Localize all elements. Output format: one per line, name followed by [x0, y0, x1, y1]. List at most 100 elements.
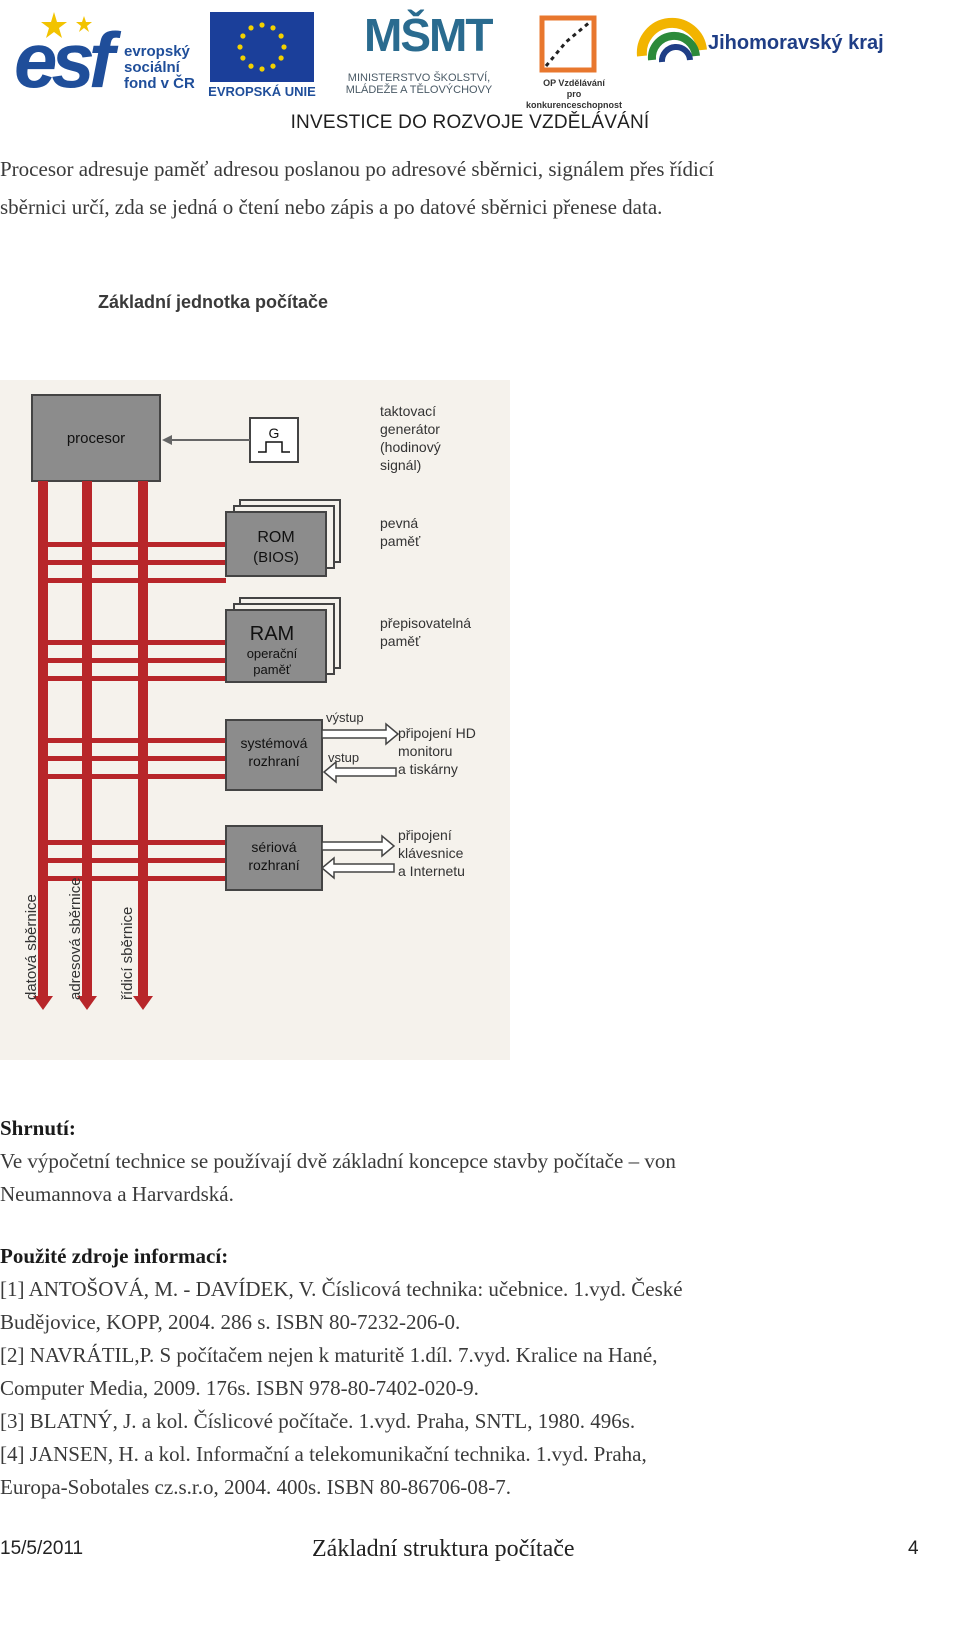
serial-note-line: a Internetu	[398, 863, 465, 879]
rom-box	[225, 511, 327, 577]
eu-star-icon	[259, 22, 265, 28]
source-line: [4] JANSEN, H. a kol. Informační a telek…	[0, 1442, 647, 1466]
clock-label-line: generátor	[380, 421, 440, 437]
serial-in-arrow-icon	[320, 856, 395, 880]
logo-strip: esf evropský sociální fond v ČR EVROPSKÁ…	[0, 0, 960, 140]
eu-star-icon	[248, 25, 254, 31]
msmt-mark: MŠMT	[364, 9, 493, 61]
jmk-text: Jihomoravský kraj	[708, 32, 884, 54]
clock-box	[249, 417, 299, 463]
eu-star-icon	[240, 55, 246, 61]
source-line: [1] ANTOŠOVÁ, M. - DAVÍDEK, V. Číslicová…	[0, 1277, 683, 1301]
ram-box-label: RAM	[250, 623, 294, 645]
output-label: výstup	[326, 710, 364, 725]
serial-interface-label: sériová	[251, 839, 296, 855]
input-arrow-icon	[322, 760, 397, 784]
eu-label: EVROPSKÁ UNIE	[208, 84, 316, 99]
eu-star-icon	[270, 63, 276, 69]
eu-star-icon	[281, 44, 287, 50]
rom-label: paměť	[380, 533, 421, 549]
jmk-logo: Jihomoravský kraj	[636, 12, 936, 72]
control-bus-label: řídicí sběrnice	[119, 907, 136, 1000]
processor-label: procesor	[67, 430, 125, 447]
ram-label: přepisovatelná	[380, 615, 471, 631]
clock-label-line: signál)	[380, 457, 421, 473]
ram-label: paměť	[380, 633, 421, 649]
clock-box-label: G	[269, 425, 280, 441]
esf-text: evropský sociální fond v ČR	[124, 44, 195, 92]
clock-pulse-icon	[258, 441, 290, 453]
footer-title: Základní struktura počítače	[312, 1536, 575, 1562]
op-logo: OP Vzdělávání pro konkurenceschopnost	[518, 8, 630, 111]
op-text: OP Vzdělávání pro konkurenceschopnost	[518, 78, 630, 111]
summary-heading: Shrnutí:	[0, 1116, 76, 1140]
msmt-logo: MŠMT MINISTERSTVO ŠKOLSTVÍ, MLÁDEŽE A TĚ…	[324, 8, 514, 108]
rom-box-label: ROM	[257, 529, 294, 546]
intro-line: Procesor adresuje paměť adresou poslanou…	[0, 157, 714, 181]
clock-label-line: (hodinový	[380, 439, 441, 455]
output-arrow-icon	[321, 722, 400, 746]
ram-box-label: paměť	[253, 662, 291, 677]
esf-text-line: evropský	[124, 43, 190, 60]
sources-heading: Použité zdroje informací:	[0, 1244, 229, 1268]
intro-paragraph: Procesor adresuje paměť adresou poslanou…	[0, 150, 940, 226]
source-line: [2] NAVRÁTIL,P. S počítačem nejen k matu…	[0, 1343, 658, 1367]
system-interface-label: rozhraní	[248, 753, 299, 769]
esf-text-line: fond v ČR	[124, 75, 195, 92]
source-line: Budějovice, KOPP, 2004. 286 s. ISBN 80-7…	[0, 1310, 461, 1334]
summary-line: Neumannova a Harvardská.	[0, 1182, 234, 1206]
esf-letters: esf	[14, 16, 115, 104]
eu-stars-icon	[237, 22, 287, 72]
system-interface-note: připojení HD monitoru a tiskárny	[398, 725, 476, 777]
rom-box-label: (BIOS)	[253, 549, 299, 566]
jmk-arc-icon	[636, 17, 707, 63]
intro-line: sběrnici určí, zda se jedná o čtení nebo…	[0, 195, 663, 219]
eu-star-icon	[270, 25, 276, 31]
control-bus-arrow-icon	[133, 996, 153, 1010]
system-interface-label: systémová	[241, 735, 308, 751]
bus-connectors	[48, 542, 226, 881]
system-note-line: monitoru	[398, 743, 452, 759]
serial-interface-note: připojení klávesnice a Internetu	[398, 827, 465, 879]
eu-star-icon	[278, 55, 284, 61]
address-bus-label: adresová sběrnice	[67, 877, 84, 1000]
ram-box-label: operační	[247, 646, 298, 661]
computer-unit-diagram: Základní jednotka počítače procesor G ta…	[0, 270, 520, 1060]
esf-logo: esf evropský sociální fond v ČR	[14, 10, 204, 100]
eu-star-icon	[237, 44, 243, 50]
data-bus-arrow-icon	[33, 996, 53, 1010]
op-square-icon	[539, 15, 597, 73]
clock-arrow-icon	[162, 435, 172, 445]
eu-star-icon	[259, 66, 265, 72]
summary-section: Shrnutí: Ve výpočetní technice se použív…	[0, 1112, 940, 1211]
footer-date: 15/5/2011	[0, 1538, 84, 1559]
op-text-line: OP Vzdělávání	[543, 78, 605, 88]
msmt-text-line: MLÁDEŽE A TĚLOVÝCHOVY	[345, 84, 493, 96]
diagram-title: Základní jednotka počítače	[98, 292, 328, 312]
op-text-line: pro konkurenceschopnost	[525, 89, 623, 110]
address-bus-arrow-icon	[77, 996, 97, 1010]
serial-out-arrow-icon	[321, 834, 396, 858]
eu-star-icon	[278, 33, 284, 39]
serial-note-line: klávesnice	[398, 845, 464, 861]
serial-interface-label: rozhraní	[248, 857, 299, 873]
sources-section: Použité zdroje informací: [1] ANTOŠOVÁ, …	[0, 1240, 940, 1504]
eu-star-icon	[248, 63, 254, 69]
data-bus-label: datová sběrnice	[23, 894, 40, 1000]
system-note-line: a tiskárny	[398, 761, 458, 777]
msmt-text: MINISTERSTVO ŠKOLSTVÍ, MLÁDEŽE A TĚLOVÝC…	[324, 72, 514, 96]
msmt-text-line: MINISTERSTVO ŠKOLSTVÍ,	[347, 72, 491, 84]
eu-star-icon	[240, 33, 246, 39]
eu-flag-icon	[210, 12, 314, 82]
page-number: 4	[908, 1538, 919, 1559]
source-line: Europa-Sobotales cz.s.r.o, 2004. 400s. I…	[0, 1475, 511, 1499]
esf-stars-icon	[41, 12, 92, 38]
data-bus	[38, 481, 48, 1001]
summary-line: Ve výpočetní technice se používají dvě z…	[0, 1149, 676, 1173]
investice-tagline: INVESTICE DO ROZVOJE VZDĚLÁVÁNÍ	[290, 112, 650, 133]
source-line: [3] BLATNÝ, J. a kol. Číslicové počítače…	[0, 1409, 636, 1433]
input-label: vstup	[328, 750, 359, 765]
system-interface-box	[225, 719, 323, 791]
processor-box	[31, 394, 161, 482]
serial-interface-box	[225, 825, 323, 891]
